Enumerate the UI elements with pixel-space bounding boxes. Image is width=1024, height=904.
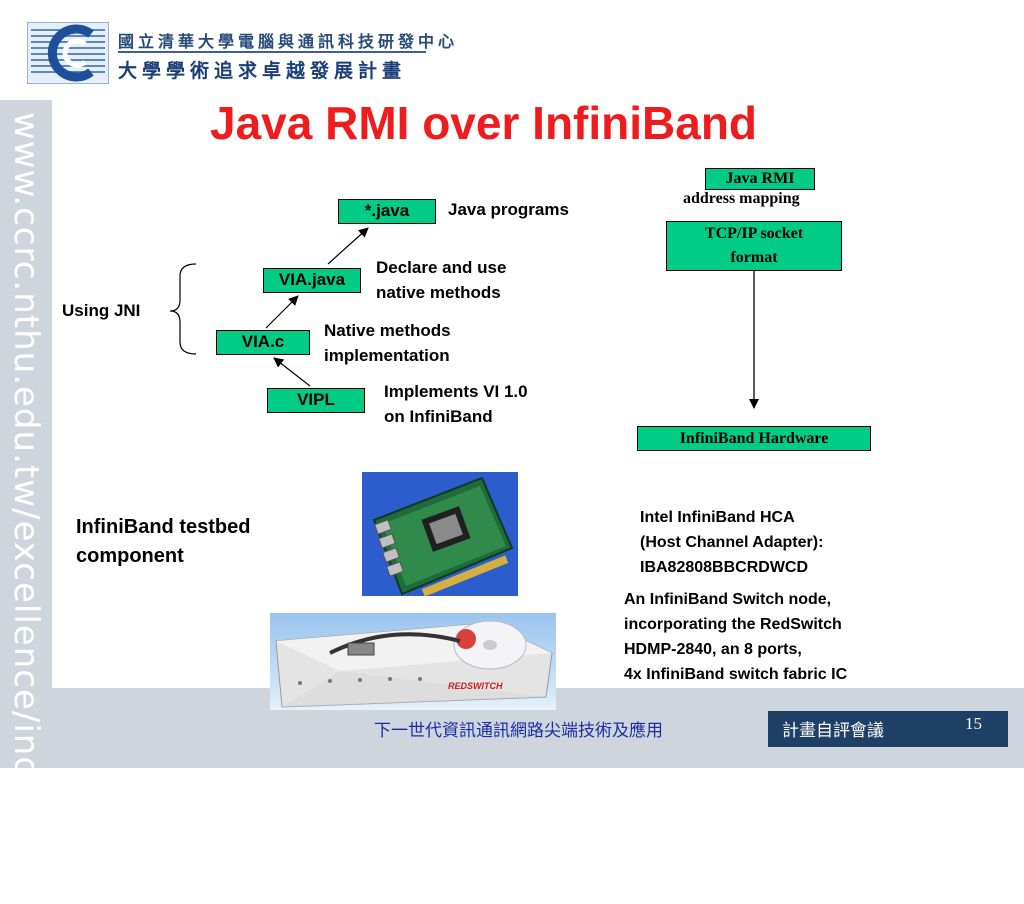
header-program-name: 大學學術追求卓越發展計畫	[118, 60, 407, 82]
java-rmi-box: Java RMI	[705, 168, 815, 190]
hca-card-photo	[362, 472, 518, 596]
java-source-box: *.java	[338, 199, 436, 224]
footer-meeting-label: 計畫自評會議	[782, 721, 884, 741]
vipl-box: VIPL	[267, 388, 365, 413]
footer-meeting-box	[768, 711, 1008, 747]
slide-title: Java RMI over InfiniBand	[210, 97, 758, 149]
page-number: 15	[965, 714, 982, 733]
via-java-box: VIA.java	[263, 268, 361, 293]
ccrc-logo	[26, 21, 110, 85]
java-programs-label: Java programs	[448, 200, 569, 219]
footer-project-name: 下一世代資訊通訊網路尖端技術及應用	[374, 721, 663, 741]
arrow-via-java-to-java	[327, 227, 369, 265]
using-jni-brace	[169, 263, 197, 355]
via-java-label: Declare and use native methods	[376, 258, 507, 302]
redswitch-brand: REDSWITCH	[448, 681, 503, 691]
via-c-box: VIA.c	[216, 330, 310, 355]
hca-description: Intel InfiniBand HCA (Host Channel Adapt…	[640, 509, 824, 576]
using-jni-label: Using JNI	[62, 301, 141, 320]
side-url-watermark: www.ccrc.nthu.edu.tw/excellence/index.ht…	[6, 112, 46, 904]
side-band	[0, 100, 52, 768]
header-org-name: 國立清華大學電腦與通訊科技研發中心	[118, 32, 459, 51]
header-divider	[118, 51, 426, 53]
arrow-vipl-to-via-c	[273, 357, 311, 387]
tcpip-socket-box: TCP/IP socket format	[666, 221, 842, 271]
redswitch-photo: REDSWITCH	[270, 613, 556, 710]
address-mapping-label: address mapping	[683, 190, 800, 207]
arrow-via-c-to-via-java	[265, 295, 299, 329]
switch-description: An InfiniBand Switch node, incorporating…	[624, 591, 848, 683]
vipl-label: Implements VI 1.0 on InfiniBand	[384, 382, 528, 426]
infiniband-hardware-box: InfiniBand Hardware	[637, 426, 871, 451]
via-c-label: Native methods implementation	[324, 321, 451, 365]
testbed-heading: InfiniBand testbed component	[76, 516, 251, 567]
